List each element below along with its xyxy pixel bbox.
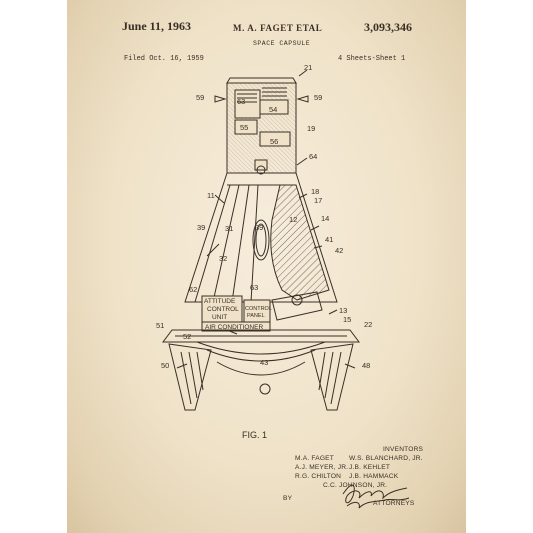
sheet-count: 4 Sheets-Sheet 1 bbox=[338, 55, 406, 63]
inventor-2: A.J. MEYER, JR. bbox=[295, 464, 349, 471]
ref-54: 54 bbox=[269, 105, 277, 114]
ref-31: 31 bbox=[225, 224, 233, 233]
filed-date: Filed Oct. 16, 1959 bbox=[124, 55, 204, 63]
patent-sheet: June 11, 1963 M. A. FAGET ETAL 3,093,346… bbox=[67, 0, 466, 533]
ref-55: 55 bbox=[240, 123, 248, 132]
ref-59-left: 59 bbox=[196, 93, 204, 102]
equip-attitude-3: UNIT bbox=[212, 314, 227, 321]
attorney-signature bbox=[342, 484, 410, 509]
ref-39-left: 39 bbox=[197, 223, 205, 232]
patent-title: SPACE CAPSULE bbox=[253, 40, 311, 47]
ref-64: 64 bbox=[309, 152, 317, 161]
ref-56: 56 bbox=[270, 137, 278, 146]
ref-22: 22 bbox=[364, 320, 372, 329]
ref-18: 18 bbox=[311, 187, 319, 196]
ref-48: 48 bbox=[362, 361, 370, 370]
ref-62: 62 bbox=[189, 285, 197, 294]
ref-12: 12 bbox=[289, 215, 297, 224]
by-label: BY bbox=[283, 495, 293, 502]
ref-43: 43 bbox=[260, 358, 268, 367]
ref-17: 17 bbox=[314, 196, 322, 205]
attorneys-label: ATTORNEYS bbox=[373, 500, 415, 507]
patent-date: June 11, 1963 bbox=[122, 19, 192, 33]
equip-attitude-1: ATTITUDE bbox=[204, 298, 236, 305]
inventor-3: R.G. CHILTON bbox=[295, 473, 342, 480]
ref-14: 14 bbox=[321, 214, 329, 223]
patent-number: 3,093,346 bbox=[364, 20, 412, 34]
capsule-cone bbox=[184, 172, 338, 303]
capsule-top-cap bbox=[226, 77, 297, 84]
capsule-flange bbox=[162, 329, 360, 343]
ref-39-right: 39 bbox=[255, 223, 263, 232]
ref-50: 50 bbox=[161, 361, 169, 370]
ref-32: 32 bbox=[219, 254, 227, 263]
inventor-6: J.B. HAMMACK bbox=[349, 473, 399, 480]
ref-59-right: 59 bbox=[314, 93, 322, 102]
patent-inventor: M. A. FAGET ETAL bbox=[233, 23, 323, 33]
ref-63-mid: 63 bbox=[250, 283, 258, 292]
equip-attitude-2: CONTROL bbox=[207, 306, 239, 313]
ref-52: 52 bbox=[183, 332, 191, 341]
inventor-4: W.S. BLANCHARD, JR. bbox=[349, 455, 423, 462]
ref-13: 13 bbox=[339, 306, 347, 315]
equip-air: AIR CONDITIONER bbox=[205, 324, 263, 331]
ref-41: 41 bbox=[325, 235, 333, 244]
ref-51: 51 bbox=[156, 321, 164, 330]
ref-21: 21 bbox=[304, 63, 312, 72]
ref-11: 11 bbox=[207, 191, 215, 200]
ref-63-top: 63 bbox=[237, 97, 245, 106]
equip-control-1: CONTROL bbox=[245, 306, 272, 312]
right-fin bbox=[310, 343, 354, 411]
cutaway-section bbox=[270, 184, 330, 301]
inventor-7: C.C. JOHNSON, JR. bbox=[323, 482, 388, 489]
ref-19: 19 bbox=[307, 124, 315, 133]
figure-label: FIG. 1 bbox=[242, 430, 268, 440]
inventor-5: J.B. KEHLET bbox=[349, 464, 391, 471]
ref-15: 15 bbox=[343, 315, 351, 324]
capsule-drawing: ATTITUDE CONTROL UNIT CONTROL PANEL AIR … bbox=[156, 63, 372, 411]
ref-42: 42 bbox=[335, 246, 343, 255]
left-fin bbox=[168, 343, 212, 411]
inventor-1: M.A. FAGET bbox=[295, 455, 335, 462]
inventors-heading: INVENTORS bbox=[383, 446, 424, 453]
equip-control-2: PANEL bbox=[247, 313, 265, 319]
